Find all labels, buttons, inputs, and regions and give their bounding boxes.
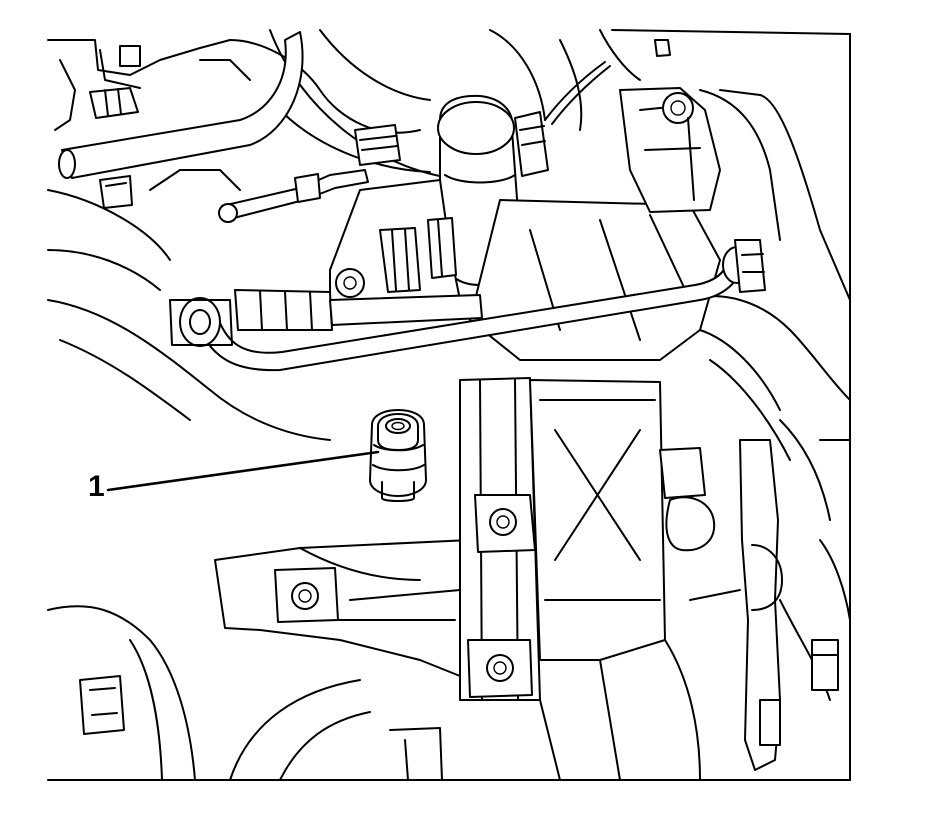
sensor-component [369, 409, 427, 502]
actuator-assembly [218, 61, 611, 311]
lower-mounting-bracket [214, 377, 716, 701]
callout-leader-line [106, 450, 380, 492]
upper-left-hose [58, 31, 304, 209]
callout-label-1: 1 [88, 470, 105, 503]
lower-engine-outlines [47, 589, 741, 781]
engine-block-outlines [47, 29, 851, 771]
frame-edges [47, 29, 851, 781]
lower-vacuum-hose [169, 239, 766, 372]
